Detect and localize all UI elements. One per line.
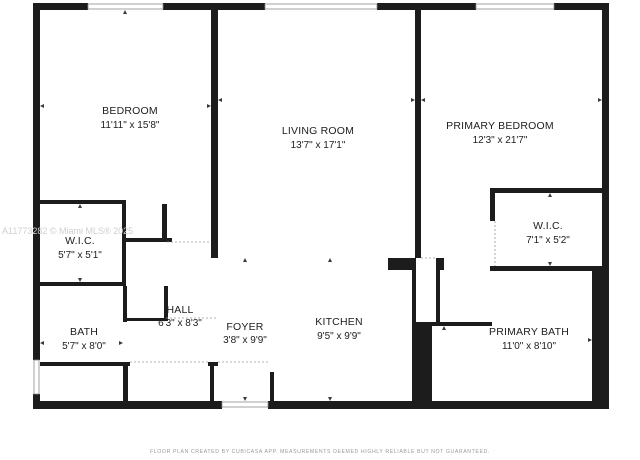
room-label-wic-left: W.I.C. 5'7" x 5'1" <box>58 235 102 261</box>
room-name: FOYER <box>226 321 263 333</box>
interior-walls <box>40 10 602 402</box>
room-name: BEDROOM <box>102 105 158 117</box>
room-label-primary-bath: PRIMARY BATH 11'0" x 8'10" <box>489 326 569 352</box>
windows <box>33 3 555 409</box>
room-dimensions: 5'7" x 8'0" <box>62 341 106 352</box>
room-dimensions: 13'7" x 17'1" <box>291 140 346 151</box>
room-name: KITCHEN <box>315 316 363 328</box>
room-name: HALL <box>166 304 193 316</box>
room-label-primary-bedroom: PRIMARY BEDROOM 12'3" x 21'7" <box>446 120 554 146</box>
room-dimensions: 7'1" x 5'2" <box>526 235 570 246</box>
room-name: PRIMARY BATH <box>489 326 569 338</box>
room-dimensions: 11'0" x 8'10" <box>502 341 557 352</box>
room-name: PRIMARY BEDROOM <box>446 120 554 132</box>
room-label-living-room: LIVING ROOM 13'7" x 17'1" <box>282 125 354 151</box>
door-openings <box>130 221 496 363</box>
room-dimensions: 6'3" x 8'3" <box>158 318 202 329</box>
room-dimensions: 12'3" x 21'7" <box>473 135 528 146</box>
room-label-wic-right: W.I.C. 7'1" x 5'2" <box>526 220 570 246</box>
room-label-foyer: FOYER 3'8" x 9'9" <box>223 321 267 346</box>
room-label-kitchen: KITCHEN 9'5" x 9'9" <box>315 316 363 342</box>
room-name: W.I.C. <box>533 220 563 232</box>
room-name: LIVING ROOM <box>282 125 354 137</box>
measurement-ticks <box>40 10 602 401</box>
room-dimensions: 5'7" x 5'1" <box>58 250 102 261</box>
footer-disclaimer: FLOOR PLAN CREATED BY CUBICASA APP. MEAS… <box>150 449 490 455</box>
room-label-bedroom: BEDROOM 11'11" x 15'8" <box>101 105 160 131</box>
room-dimensions: 9'5" x 9'9" <box>317 331 361 342</box>
watermark: A11773282 © Miami MLS® 2025 <box>2 226 133 236</box>
room-dimensions: 11'11" x 15'8" <box>101 120 160 131</box>
room-label-hall: HALL 6'3" x 8'3" <box>158 304 202 329</box>
room-name: W.I.C. <box>65 235 95 247</box>
room-label-bath: BATH 5'7" x 8'0" <box>62 326 106 352</box>
room-name: BATH <box>70 326 98 338</box>
room-dimensions: 3'8" x 9'9" <box>223 335 267 346</box>
